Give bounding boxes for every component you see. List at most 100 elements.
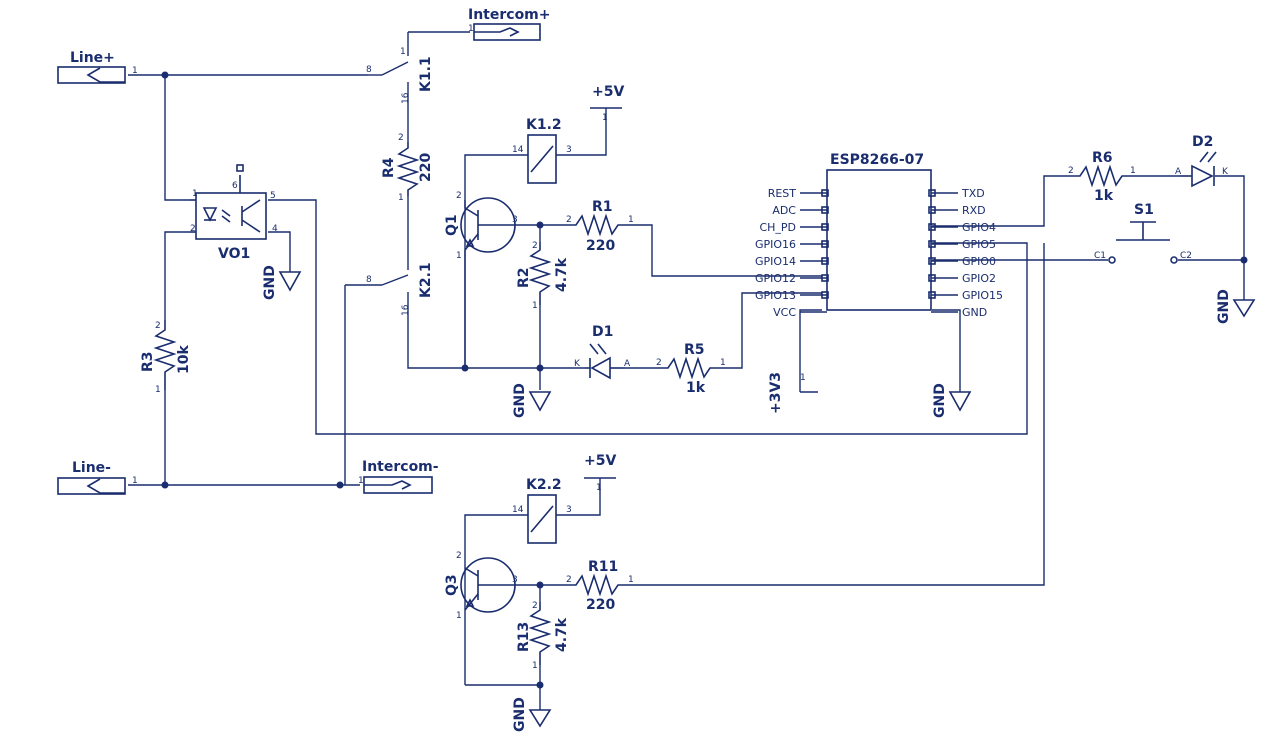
svg-text:8: 8 xyxy=(366,275,372,285)
connector-intercom-minus: Intercom- 1 xyxy=(358,459,439,494)
svg-text:GND: GND xyxy=(512,697,528,732)
connector-line-plus: Line+ 1 xyxy=(57,50,138,84)
esp-pin-label-gpio4: GPIO4 xyxy=(962,221,996,234)
svg-text:2: 2 xyxy=(398,133,404,143)
svg-text:K2.2: K2.2 xyxy=(526,477,562,493)
esp8266-module: ESP8266-07 RESTADCCH_PDGPIO16GPIO14GPIO1… xyxy=(755,152,1003,319)
svg-text:1: 1 xyxy=(192,189,198,199)
svg-text:4: 4 xyxy=(272,224,278,234)
svg-text:Intercom-: Intercom- xyxy=(362,459,439,475)
svg-text:Line-: Line- xyxy=(72,460,111,476)
svg-text:1: 1 xyxy=(398,193,404,203)
resistor-r6: R6 1k 2 1 xyxy=(1068,150,1136,204)
svg-text:1: 1 xyxy=(532,661,538,671)
esp-pin-pad xyxy=(821,223,829,231)
esp-pin-pad xyxy=(928,223,936,231)
esp-pin-pad xyxy=(928,291,936,299)
svg-text:2: 2 xyxy=(456,551,462,561)
connector-intercom-plus: Intercom+ 1 xyxy=(468,7,551,41)
esp-pin-pad xyxy=(821,189,829,197)
esp-pin-label-vcc: VCC xyxy=(773,306,796,319)
resistor-r4: R4 220 2 1 xyxy=(381,133,434,203)
resistor-r1: R1 220 2 1 xyxy=(566,199,634,254)
svg-text:R4: R4 xyxy=(381,157,397,178)
relay-coil-k12: K1.2 14 3 xyxy=(512,117,572,184)
svg-text:2: 2 xyxy=(656,358,662,368)
svg-text:2: 2 xyxy=(190,224,196,234)
svg-text:1: 1 xyxy=(628,215,634,225)
svg-text:K: K xyxy=(574,359,581,369)
gnd-symbol-d2: GND xyxy=(1216,289,1256,324)
power-3v3: +3V3 1 xyxy=(768,372,818,414)
svg-text:1: 1 xyxy=(532,301,538,311)
resistor-r11: R11 220 2 1 xyxy=(566,559,634,613)
junctions xyxy=(161,71,1248,689)
svg-text:C1: C1 xyxy=(1094,251,1106,261)
svg-text:1: 1 xyxy=(628,575,634,585)
svg-text:220: 220 xyxy=(586,238,615,254)
pushbutton-s1: S1 C1 C2 xyxy=(1094,202,1192,264)
svg-text:14: 14 xyxy=(512,145,524,155)
gnd-symbol-esp: GND xyxy=(932,383,972,418)
esp-pin-label-gpio16: GPIO16 xyxy=(755,238,796,251)
esp-pin-pad xyxy=(928,240,936,248)
esp-pin-label-gpio13: GPIO13 xyxy=(755,289,796,302)
svg-text:3: 3 xyxy=(512,575,518,585)
svg-text:6: 6 xyxy=(232,181,238,191)
svg-text:2: 2 xyxy=(456,191,462,201)
svg-text:Line+: Line+ xyxy=(70,50,115,66)
gnd-symbol-vo1: GND xyxy=(262,265,302,300)
svg-text:R11: R11 xyxy=(588,559,618,575)
svg-text:Q3: Q3 xyxy=(444,574,460,596)
esp-pin-pad xyxy=(821,206,829,214)
power-5v-bottom: +5V 1 xyxy=(584,453,616,493)
svg-text:16: 16 xyxy=(401,92,411,104)
svg-text:S1: S1 xyxy=(1134,202,1154,218)
svg-text:Intercom+: Intercom+ xyxy=(468,7,551,23)
svg-text:VO1: VO1 xyxy=(218,246,250,262)
esp-pin-label-gnd: GND xyxy=(962,306,987,319)
svg-text:D1: D1 xyxy=(592,324,613,340)
esp-pin-label-gpio0: GPIO0 xyxy=(962,255,996,268)
svg-text:1: 1 xyxy=(132,476,138,486)
svg-text:1: 1 xyxy=(596,483,602,493)
esp-pin-label-rxd: RXD xyxy=(962,204,986,217)
svg-text:+3V3: +3V3 xyxy=(768,372,784,414)
led-d2: D2 A K xyxy=(1175,134,1229,188)
esp-pin-pad xyxy=(928,274,936,282)
svg-text:GND: GND xyxy=(512,383,528,418)
power-5v-top: +5V 1 xyxy=(590,84,624,123)
svg-text:220: 220 xyxy=(418,153,434,182)
svg-text:1k: 1k xyxy=(1094,188,1114,204)
svg-text:1: 1 xyxy=(400,47,406,57)
esp-pin-label-gpio2: GPIO2 xyxy=(962,272,996,285)
svg-text:GND: GND xyxy=(262,265,278,300)
svg-text:2: 2 xyxy=(566,575,572,585)
wires xyxy=(128,31,1245,710)
esp-pin-pad xyxy=(821,291,829,299)
svg-text:D2: D2 xyxy=(1192,134,1213,150)
svg-text:3: 3 xyxy=(566,505,572,515)
esp-pin-label-gpio15: GPIO15 xyxy=(962,289,1003,302)
svg-text:1: 1 xyxy=(720,358,726,368)
resistor-r13: R13 4.7k 2 1 xyxy=(516,601,570,671)
esp-pin-pad xyxy=(821,240,829,248)
esp-pin-pad xyxy=(821,274,829,282)
esp-pin-label-adc: ADC xyxy=(772,204,796,217)
svg-text:1: 1 xyxy=(456,611,462,621)
esp-pin-label-rest: REST xyxy=(768,187,797,200)
esp-pin-label-gpio12: GPIO12 xyxy=(755,272,796,285)
svg-text:K: K xyxy=(1222,167,1229,177)
transistor-q3: Q3 2 3 1 xyxy=(444,551,518,621)
svg-text:3: 3 xyxy=(566,145,572,155)
svg-text:R5: R5 xyxy=(684,342,705,358)
svg-text:3: 3 xyxy=(512,215,518,225)
svg-text:1: 1 xyxy=(468,24,474,34)
gnd-symbol-q1: GND xyxy=(512,383,552,418)
svg-text:2: 2 xyxy=(566,215,572,225)
relay-coil-k22: K2.2 14 3 xyxy=(512,477,572,544)
esp-pin-label-gpio14: GPIO14 xyxy=(755,255,796,268)
